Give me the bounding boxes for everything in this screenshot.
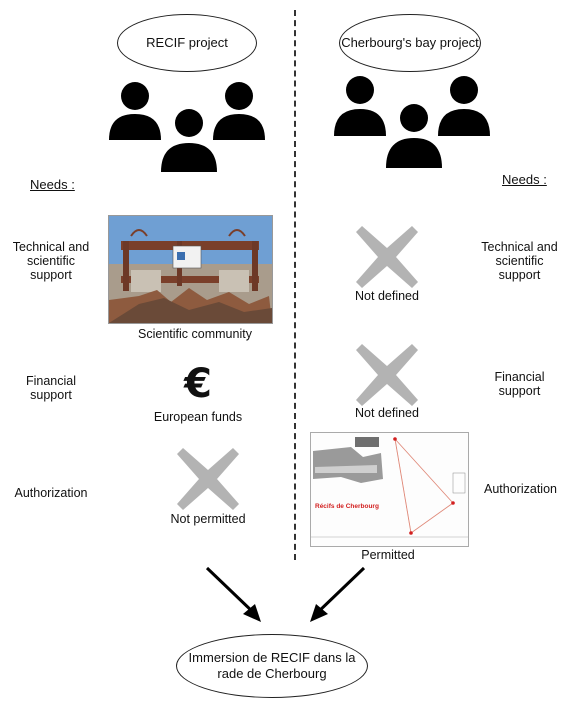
cherbourg-map: Récifs de Cherbourg: [310, 432, 469, 547]
recif-project-title: RECIF project: [146, 35, 228, 50]
recif-project-ellipse: RECIF project: [117, 14, 257, 72]
right-authorization-label: Authorization: [484, 482, 557, 496]
right-technical-label: Technical and scientific support: [481, 240, 558, 282]
immersion-recif-title: Immersion de RECIF dans la rade de Cherb…: [188, 650, 356, 681]
right-people-icon: [334, 76, 490, 168]
not-defined-financial-cross-icon: [356, 344, 418, 406]
scientific-community-caption: Scientific community: [138, 327, 252, 341]
left-people-icon: [109, 82, 265, 172]
permitted-caption: Permitted: [361, 548, 415, 562]
column-divider: [294, 10, 296, 560]
left-financial-label: Financial support: [25, 374, 77, 402]
euro-icon: €: [184, 361, 212, 407]
not-permitted-caption: Not permitted: [170, 512, 246, 526]
not-defined-cross-icon: [356, 226, 418, 288]
not-defined-technical-caption: Not defined: [355, 289, 419, 303]
map-red-label: Récifs de Cherbourg: [315, 503, 379, 510]
left-technical-label: Technical and scientific support: [12, 240, 90, 282]
recif-structure-photo: [108, 215, 273, 324]
immersion-recif-ellipse: Immersion de RECIF dans la rade de Cherb…: [176, 634, 368, 698]
left-authorization-label: Authorization: [14, 486, 88, 500]
cherbourg-project-ellipse: Cherbourg's bay project: [339, 14, 481, 72]
not-permitted-cross-icon: [177, 448, 239, 510]
right-needs-label: Needs :: [502, 172, 547, 187]
left-needs-label: Needs :: [30, 177, 75, 192]
not-defined-financial-caption: Not defined: [355, 406, 419, 420]
european-funds-caption: European funds: [153, 410, 243, 424]
cherbourg-project-title: Cherbourg's bay project: [341, 35, 479, 50]
left-arrow-icon: [205, 566, 261, 622]
right-financial-label: Financial support: [494, 370, 545, 398]
right-arrow-icon: [310, 566, 366, 622]
